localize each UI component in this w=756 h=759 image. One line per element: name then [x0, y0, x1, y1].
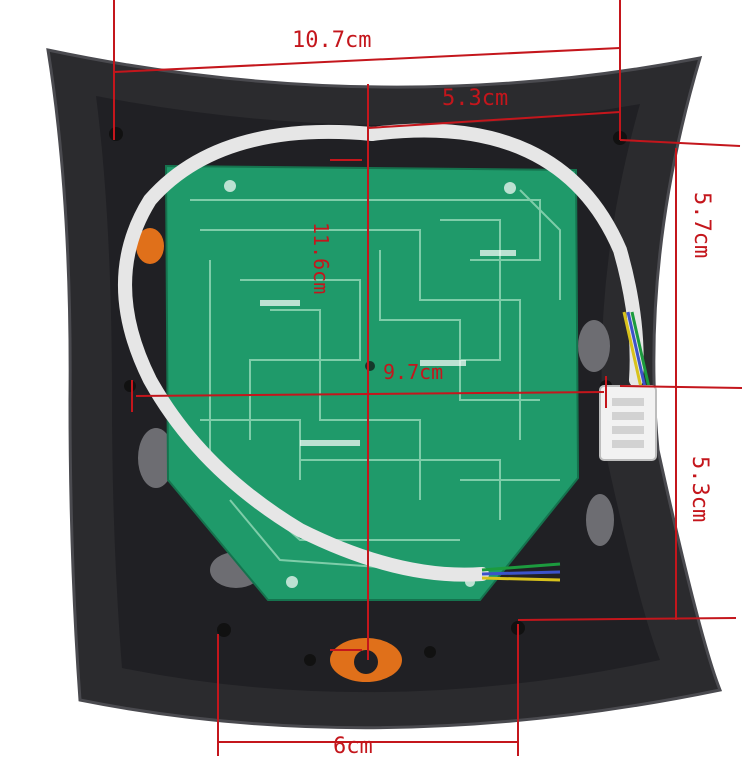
dimension-label-top-half-width: 5.3cm	[442, 86, 509, 111]
dimension-label-bottom-width: 6cm	[333, 734, 373, 759]
cable-wires	[481, 311, 652, 582]
wire-connector	[599, 385, 657, 461]
screw-hole	[217, 623, 231, 637]
pcb-board	[164, 164, 580, 601]
dimension-label-top-width: 10.7cm	[292, 28, 372, 53]
ribbon-cable	[118, 124, 489, 582]
orange-clip	[136, 228, 164, 264]
screw-hole	[124, 380, 136, 392]
button-dome	[586, 494, 614, 546]
dimension-label-right-upper: 5.7cm	[689, 192, 714, 259]
dimension-label-pcb-height: 11.6cm	[309, 222, 333, 295]
screw-hole	[109, 127, 123, 141]
screw-hole	[304, 654, 316, 666]
dimension-label-pcb-width: 9.7cm	[383, 360, 444, 384]
dimension-lines	[113, 0, 743, 756]
button-dome	[138, 428, 174, 488]
screw-hole	[424, 646, 436, 658]
pcb-traces	[190, 189, 561, 571]
dimension-label-right-lower: 5.3cm	[687, 456, 712, 523]
button-dome	[578, 320, 610, 372]
